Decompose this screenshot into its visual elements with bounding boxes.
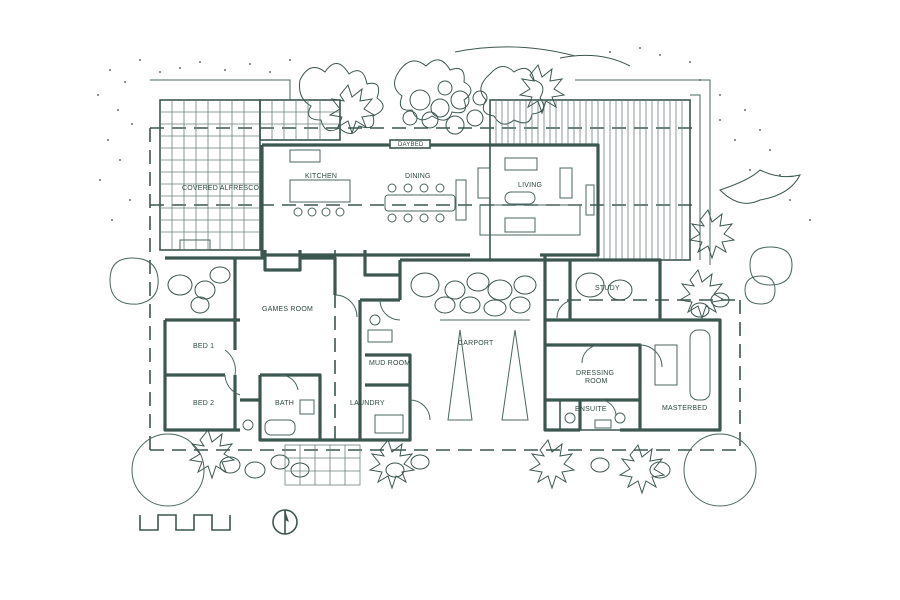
timber-deck — [150, 79, 711, 265]
north-arrow-icon — [272, 509, 298, 535]
label-dressing-room-line1: DRESSING — [576, 370, 614, 377]
label-daybed: DAYBED — [398, 142, 424, 148]
label-study: STUDY — [595, 285, 620, 292]
label-ensuite: ENSUITE — [575, 406, 607, 413]
shrubs — [188, 63, 801, 495]
door-swings — [224, 294, 663, 421]
trees — [109, 246, 793, 507]
label-dressing-room-line2: ROOM — [585, 378, 608, 385]
label-mud-room: MUD ROOM — [369, 360, 410, 367]
label-games-room: GAMES ROOM — [262, 306, 313, 313]
label-dining: DINING — [405, 173, 431, 180]
label-kitchen: KITCHEN — [305, 173, 337, 180]
living-furniture — [289, 149, 595, 236]
garden-foliage-top — [299, 46, 631, 135]
label-bed-1: BED 1 — [193, 343, 214, 350]
room-labels: COVERED ALFRESCO KITCHEN DINING LIVING D… — [182, 142, 707, 413]
wet-area-fixtures — [242, 314, 711, 436]
label-carport: CARPORT — [458, 340, 494, 347]
courtyard-garden — [167, 266, 633, 317]
label-living: LIVING — [518, 182, 542, 189]
scale-bar-icon — [139, 514, 231, 531]
label-laundry: LAUNDRY — [350, 400, 385, 407]
label-covered-alfresco: COVERED ALFRESCO — [182, 185, 259, 192]
stipple-vegetation — [97, 47, 811, 221]
covered-alfresco-grid — [159, 99, 341, 251]
label-bath: BATH — [275, 400, 294, 407]
entry-paving — [284, 444, 361, 486]
label-masterbed: MASTERBED — [662, 405, 707, 412]
label-bed-2: BED 2 — [193, 400, 214, 407]
carport-parking-markers — [440, 319, 530, 421]
